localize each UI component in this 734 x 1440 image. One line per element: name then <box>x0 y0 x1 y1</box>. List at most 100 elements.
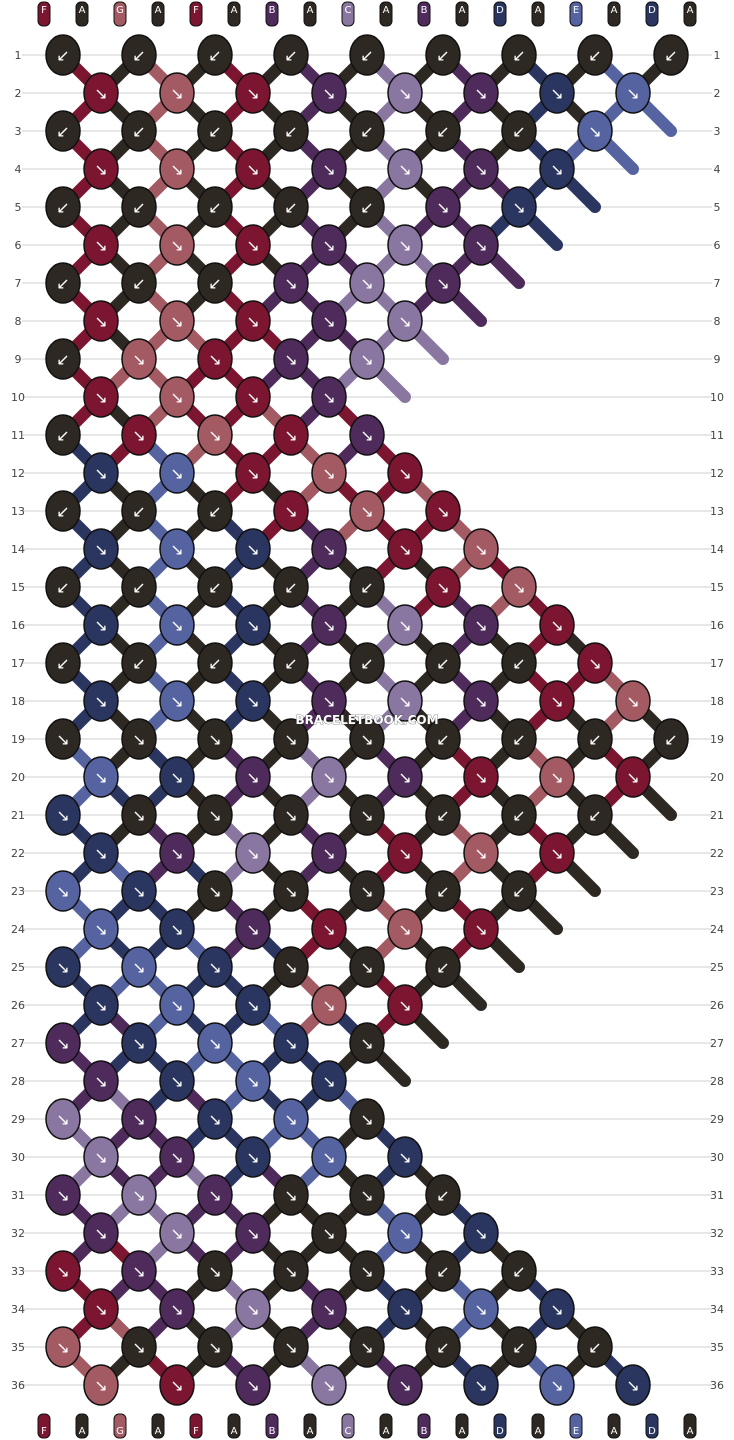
knot: ↘ <box>45 1022 81 1064</box>
arrow-down-left-icon: ↙ <box>588 806 601 825</box>
knot: ↘ <box>159 1288 195 1330</box>
arrow-down-right-icon: ↘ <box>132 806 145 825</box>
arrow-down-left-icon: ↙ <box>436 46 449 65</box>
arrow-down-right-icon: ↘ <box>474 540 487 559</box>
knot: ↘ <box>83 1288 119 1330</box>
knot-shape <box>501 566 537 608</box>
knot-shape <box>349 1098 385 1140</box>
row-number-right: 19 <box>710 733 724 746</box>
knot: ↘ <box>159 1212 195 1254</box>
knot-shape <box>311 224 347 266</box>
row-number-right: 24 <box>710 923 724 936</box>
arrow-down-right-icon: ↘ <box>512 578 525 597</box>
strand-label: B <box>421 1426 428 1437</box>
knot-shape <box>311 832 347 874</box>
knot: ↘ <box>197 414 233 456</box>
left-row-labels: 1234567891011121314151617181920212223242… <box>11 49 25 1392</box>
knot: ↘ <box>311 680 347 722</box>
knot: ↙ <box>425 946 461 988</box>
strand-label: A <box>687 5 694 16</box>
row-number-left: 13 <box>11 505 25 518</box>
knot-shape <box>45 1250 81 1292</box>
knot: ↘ <box>45 870 81 912</box>
knot: ↙ <box>45 642 81 684</box>
knot-shape <box>349 1326 385 1368</box>
strand-cap <box>645 1413 659 1439</box>
row-number-left: 9 <box>15 353 22 366</box>
knot: ↘ <box>311 148 347 190</box>
knot-shape <box>197 946 233 988</box>
row-number-right: 27 <box>710 1037 724 1050</box>
row-number-left: 20 <box>11 771 25 784</box>
knot-shape <box>45 946 81 988</box>
arrow-down-left-icon: ↙ <box>436 806 449 825</box>
arrow-down-right-icon: ↘ <box>474 616 487 635</box>
knot-shape <box>349 566 385 608</box>
arrow-down-right-icon: ↘ <box>360 502 373 521</box>
knot: ↘ <box>349 718 385 760</box>
knot-shape <box>121 186 157 228</box>
row-number-left: 1 <box>15 49 22 62</box>
arrow-down-right-icon: ↘ <box>360 806 373 825</box>
row-number-right: 10 <box>710 391 724 404</box>
knot-shape <box>387 148 423 190</box>
arrow-down-left-icon: ↙ <box>360 198 373 217</box>
arrow-down-right-icon: ↘ <box>398 84 411 103</box>
knot: ↘ <box>387 1288 423 1330</box>
arrow-down-left-icon: ↙ <box>208 198 221 217</box>
arrow-down-right-icon: ↘ <box>360 350 373 369</box>
knot: ↘ <box>121 794 157 836</box>
arrow-down-left-icon: ↙ <box>208 502 221 521</box>
knot: ↘ <box>577 110 613 152</box>
knot: ↘ <box>577 642 613 684</box>
knot-shape <box>197 1174 233 1216</box>
arrow-down-right-icon: ↘ <box>512 198 525 217</box>
knot-shape <box>539 756 575 798</box>
knot-shape <box>45 718 81 760</box>
knot: ↘ <box>387 300 423 342</box>
knot-shape <box>501 1250 537 1292</box>
strand-label: A <box>383 5 390 16</box>
knot-shape <box>425 566 461 608</box>
knot-shape <box>387 528 423 570</box>
arrow-down-right-icon: ↘ <box>474 1376 487 1395</box>
knot: ↙ <box>45 490 81 532</box>
strand-cap <box>303 1 317 27</box>
knot-shape <box>235 1364 271 1406</box>
knot: ↙ <box>273 34 309 76</box>
arrow-down-right-icon: ↘ <box>474 920 487 939</box>
knot-shape <box>83 452 119 494</box>
knot: ↙ <box>577 718 613 760</box>
arrow-down-right-icon: ↘ <box>550 1300 563 1319</box>
strand-cap <box>151 1 165 27</box>
knot-shape <box>425 794 461 836</box>
knot: ↙ <box>425 110 461 152</box>
knot: ↙ <box>273 642 309 684</box>
arrow-down-right-icon: ↘ <box>398 1300 411 1319</box>
knot-shape <box>311 376 347 418</box>
knot: ↘ <box>387 148 423 190</box>
arrow-down-left-icon: ↙ <box>208 654 221 673</box>
arrow-down-left-icon: ↙ <box>56 122 69 141</box>
arrow-down-right-icon: ↘ <box>436 274 449 293</box>
knot: ↘ <box>159 452 195 494</box>
knot-shape <box>121 566 157 608</box>
knot-shape <box>615 1364 651 1406</box>
knot-shape <box>45 490 81 532</box>
arrow-down-right-icon: ↘ <box>398 160 411 179</box>
arrow-down-right-icon: ↘ <box>436 198 449 217</box>
knot-shape <box>539 148 575 190</box>
knot-shape <box>159 1364 195 1406</box>
knot: ↘ <box>197 338 233 380</box>
arrow-down-left-icon: ↙ <box>132 654 145 673</box>
knot-shape <box>501 1326 537 1368</box>
strand-cap <box>75 1 89 27</box>
knot: ↙ <box>45 414 81 456</box>
knot: ↘ <box>463 1212 499 1254</box>
knot-shape <box>83 1136 119 1178</box>
knot-shape <box>349 718 385 760</box>
strand-cap <box>569 1 583 27</box>
arrow-down-right-icon: ↘ <box>170 616 183 635</box>
knot-shape <box>45 1098 81 1140</box>
knot-shape <box>425 642 461 684</box>
